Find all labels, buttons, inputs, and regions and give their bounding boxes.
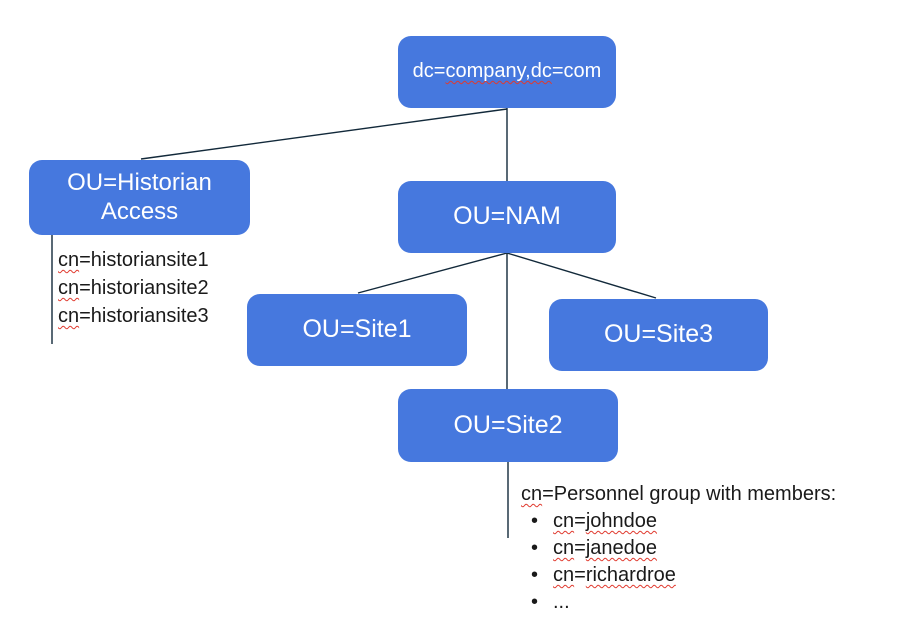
edge-root-historian xyxy=(140,108,508,160)
edge-nam-site1 xyxy=(357,252,508,294)
cn-token: cn xyxy=(553,537,575,559)
list-item: cn=historiansite2 xyxy=(58,274,209,302)
cn-token: cn xyxy=(58,249,80,271)
personnel-group-list: cn=Personnel group with members: cn=john… xyxy=(521,480,836,616)
member-name: janedoe xyxy=(585,537,657,559)
equals-token: = xyxy=(574,537,586,559)
label-part: =com xyxy=(551,60,602,83)
personnel-header: cn=Personnel group with members: xyxy=(521,480,836,508)
cn-value: =historiansite2 xyxy=(79,277,209,299)
list-item-ellipsis: ... xyxy=(521,589,836,616)
node-ou-site3: OU=Site3 xyxy=(549,299,768,371)
cn-token: cn xyxy=(58,277,80,299)
node-label: dc=company,dc=com xyxy=(413,60,602,84)
historian-cn-list: cn=historiansite1 cn=historiansite2 cn=h… xyxy=(58,246,209,330)
ellipsis-text: ... xyxy=(553,591,570,613)
cn-token: cn xyxy=(553,510,575,532)
label-part-misspelled: company,dc xyxy=(445,60,552,83)
node-label: OU=NAM xyxy=(453,202,561,231)
member-name: johndoe xyxy=(585,510,657,532)
node-ou-nam: OU=NAM xyxy=(398,181,616,253)
cn-token: cn xyxy=(553,564,575,586)
node-dc-company-dc-com: dc=company,dc=com xyxy=(398,36,616,108)
node-ou-historian-access: OU=Historian Access xyxy=(29,160,250,235)
cn-value: =historiansite3 xyxy=(79,305,209,327)
list-item: cn=historiansite3 xyxy=(58,302,209,330)
equals-token: = xyxy=(574,564,586,586)
node-label: OU=Site2 xyxy=(453,410,563,439)
cn-token: cn xyxy=(521,483,543,505)
node-label: OU=Site3 xyxy=(603,320,714,349)
node-ou-site2: OU=Site2 xyxy=(398,389,618,462)
list-item: cn=johndoe xyxy=(521,508,836,535)
cn-token: cn xyxy=(58,305,80,327)
label-part: dc= xyxy=(412,60,446,83)
list-item: cn=richardroe xyxy=(521,562,836,589)
member-list: cn=johndoe cn=janedoe cn=richardroe ... xyxy=(521,508,836,616)
node-label: OU=Site1 xyxy=(302,315,412,344)
member-name: richardroe xyxy=(585,564,676,586)
edge-nam-site3 xyxy=(506,252,657,299)
list-item: cn=historiansite1 xyxy=(58,246,209,274)
list-item: cn=janedoe xyxy=(521,535,836,562)
equals-token: = xyxy=(574,510,586,532)
header-text: =Personnel group with members: xyxy=(542,483,837,505)
cn-value: =historiansite1 xyxy=(79,249,209,271)
node-ou-site1: OU=Site1 xyxy=(247,294,467,366)
node-label: OU=Historian Access xyxy=(67,169,212,225)
